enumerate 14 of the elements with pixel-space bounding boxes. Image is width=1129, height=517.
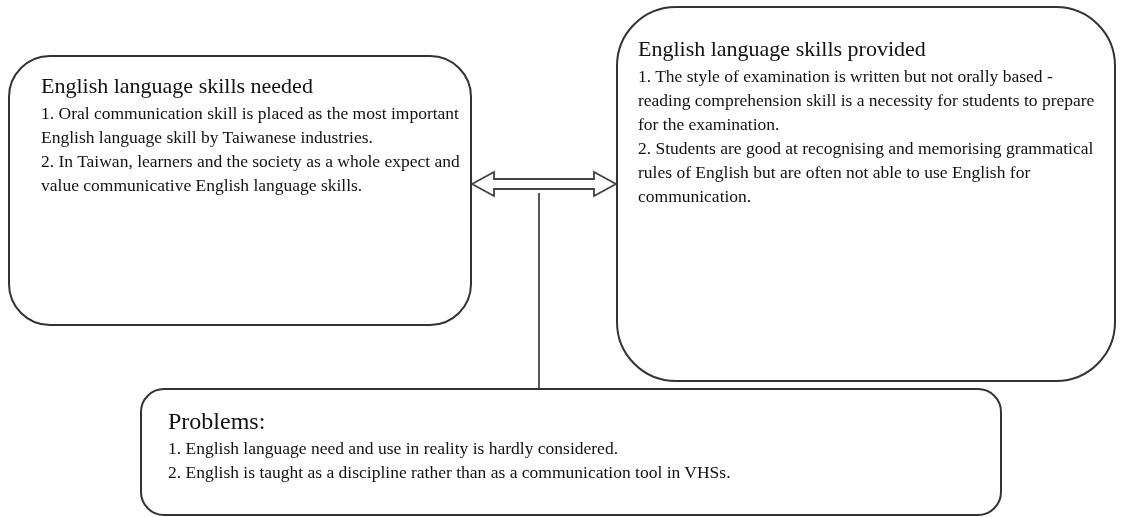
numbered-point: 1. The style of examination is written but not orally based - reading comprehension skill is a necessity for students to prepare for the examination. (638, 65, 1096, 136)
box-heading: English language skills provided (638, 36, 927, 62)
numbered-point: 2. English is taught as a discipline rather than as a communication tool in VHSs. (168, 461, 732, 484)
numbered-point: 2. Students are good at recognising and memorising grammatical rules of English but are often not able to use English for communication. (638, 137, 1095, 208)
numbered-point: 2. In Taiwan, learners and the society as a whole expect and value communicative English language skills. (41, 150, 460, 197)
double-arrow (470, 170, 618, 198)
box-heading: English language skills needed (41, 73, 314, 99)
numbered-point: 1. Oral communication skill is placed as the most important English language skill by Taiwanese industries. (41, 102, 460, 149)
connector-line (538, 192, 540, 389)
rounded-box (8, 55, 472, 326)
rounded-box (616, 6, 1116, 382)
rounded-box (140, 388, 1002, 516)
numbered-point: 1. English language need and use in reality is hardly considered. (168, 437, 619, 460)
box-heading: Problems: (168, 408, 267, 434)
